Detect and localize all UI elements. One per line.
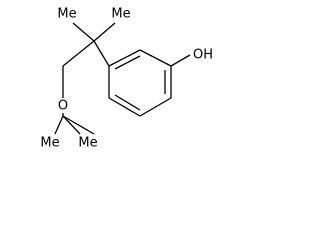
bond-c7-c8 [139, 97, 172, 117]
bond-c4-me-right [93, 22, 116, 42]
bond-lines [54, 22, 191, 135]
label-me-bottom-right: Me [78, 136, 97, 151]
atom-labels: Me Me O OH Me Me [40, 7, 213, 151]
label-me-top-right: Me [111, 7, 130, 22]
double-bond-c4a-c5 [114, 55, 141, 70]
bond-c4-me-left [72, 22, 95, 42]
label-me-top-left: Me [57, 7, 76, 22]
bond-c1-me-right [62, 115, 81, 135]
label-oxygen: O [58, 99, 68, 114]
bond-c5-c6 [139, 49, 172, 67]
bond-c4-c3 [62, 40, 95, 67]
bond-c1-me-left [54, 115, 64, 135]
label-me-bottom-left: Me [40, 136, 59, 151]
chemical-structure: Me Me O OH Me Me [40, 7, 213, 151]
double-bond-c8-c8a [114, 94, 141, 111]
bond-c4a-c5 [108, 49, 141, 67]
bond-c6-oh [170, 54, 191, 67]
label-hydroxyl: OH [193, 48, 213, 63]
bond-c8-c8a [108, 97, 141, 117]
bond-c4-c4a [93, 40, 110, 67]
bond-c1-c8a [62, 115, 95, 135]
